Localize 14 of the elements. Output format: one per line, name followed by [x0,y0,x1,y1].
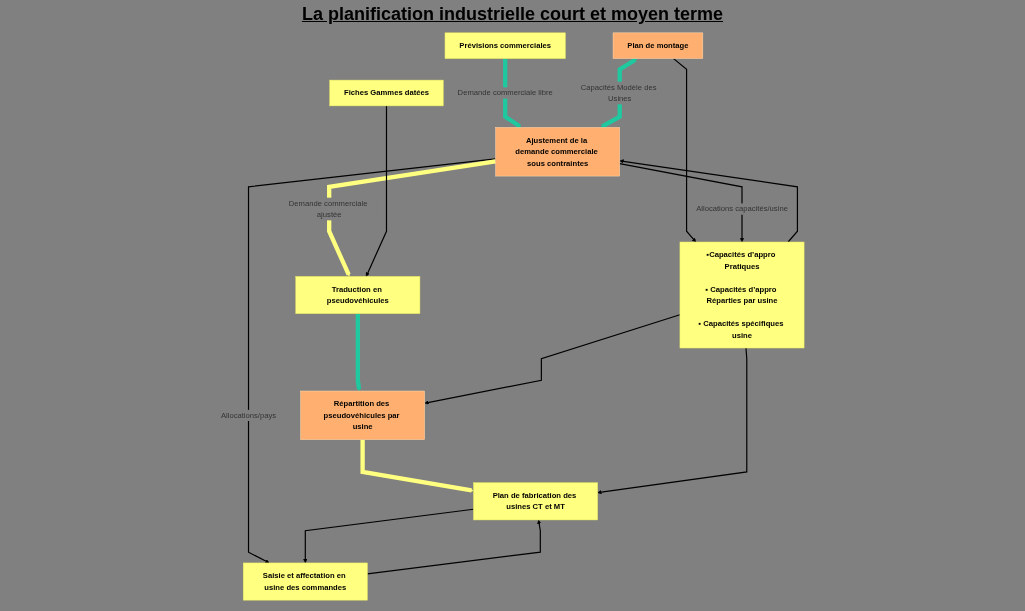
arrow [619,159,799,243]
arrow [503,58,522,129]
arrow [303,508,475,564]
arrow [365,105,388,277]
arrow [355,313,362,392]
arrow [424,314,681,405]
arrow [366,519,542,575]
diagram-title: La planification industrielle court et moyen terme [300,4,725,25]
arrow [247,158,497,564]
arrow [327,159,496,277]
arrow [619,162,745,243]
arrow [672,58,697,243]
arrow [597,347,748,495]
arrow [360,439,474,493]
